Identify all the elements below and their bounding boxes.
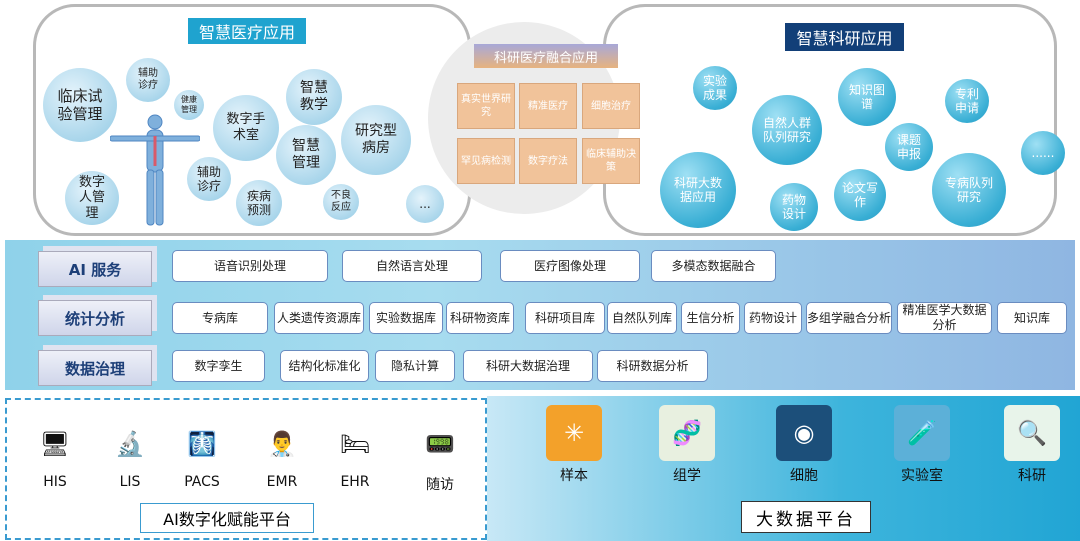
medical-title: 智慧医疗应用	[188, 18, 306, 44]
bigdata-label: 实验室	[901, 468, 943, 484]
research-bubble: 实验成果	[693, 66, 737, 110]
research-bubble: 专病队列研究	[932, 153, 1006, 227]
fusion-cell: 细胞治疗	[582, 83, 640, 129]
medical-bubble: 临床试验管理	[43, 68, 117, 142]
medical-bubble: 数字人管理	[65, 171, 119, 225]
layer-item-gov[interactable]: 数字孪生	[172, 350, 265, 382]
layer-label-stats: 统计分析	[38, 300, 152, 336]
medical-bubble: 智慧管理	[276, 125, 336, 185]
layer-label-governance: 数据治理	[38, 350, 152, 386]
ai-platform-box	[5, 398, 487, 540]
bigdata-item: 🧪 实验室	[893, 405, 951, 485]
fusion-cell: 数字疗法	[519, 138, 577, 184]
research-bubble: 知识图谱	[838, 68, 896, 126]
layer-item-stats[interactable]: 人类遗传资源库	[274, 302, 364, 334]
medical-bubble: 疾病预测	[236, 180, 282, 226]
medical-bubble: ...	[406, 185, 444, 223]
bigdata-title: 大数据平台	[741, 501, 871, 533]
fusion-title: 科研医疗融合应用	[474, 44, 618, 68]
medical-bubble: 不良反应	[323, 184, 359, 220]
bigdata-item: 🔍 科研	[1003, 405, 1061, 485]
layer-item-ai[interactable]: 多模态数据融合	[651, 250, 776, 282]
research-title: 智慧科研应用	[785, 23, 904, 51]
layer-item-gov[interactable]: 结构化标准化	[280, 350, 369, 382]
layer-item-ai[interactable]: 自然语言处理	[342, 250, 482, 282]
system-his: 🖥 HIS	[25, 418, 85, 490]
medical-bubble: 健康管理	[174, 90, 204, 120]
bigdata-icon: 🔍	[1004, 405, 1060, 461]
layer-item-stats[interactable]: 精准医学大数据分析	[897, 302, 992, 334]
layer-item-gov[interactable]: 隐私计算	[375, 350, 455, 382]
research-bubble: 自然人群队列研究	[752, 95, 822, 165]
system-lis: 🔬 LIS	[100, 418, 160, 490]
system-emr: 👨‍⚕️ EMR	[252, 418, 312, 490]
system-label: EHR	[340, 474, 370, 490]
bigdata-icon: 🧬	[659, 405, 715, 461]
layer-item-gov[interactable]: 科研大数据治理	[463, 350, 593, 382]
system-label: LIS	[119, 474, 141, 490]
system-label: PACS	[184, 474, 220, 490]
system-icon: 👨‍⚕️	[267, 430, 297, 458]
research-bubble: 课题申报	[885, 123, 933, 171]
fusion-cell: 精准医疗	[519, 83, 577, 129]
system-随访: 📟 随访	[410, 418, 470, 494]
fusion-cell: 罕见病检测	[457, 138, 515, 184]
system-icon: 🖥	[39, 430, 71, 458]
human-body-figure	[109, 112, 201, 227]
layer-item-stats[interactable]: 生信分析	[681, 302, 740, 334]
layer-item-stats[interactable]: 专病库	[172, 302, 268, 334]
bigdata-label: 科研	[1018, 468, 1046, 484]
medical-bubble: 数字手术室	[213, 95, 279, 161]
system-icon: 🩻	[187, 430, 217, 458]
layer-item-stats[interactable]: 药物设计	[744, 302, 802, 334]
ai-platform-title: AI数字化赋能平台	[140, 503, 314, 533]
research-bubble: 药物设计	[770, 183, 818, 231]
research-bubble: 专利申请	[945, 79, 989, 123]
layer-item-stats[interactable]: 科研物资库	[446, 302, 514, 334]
bigdata-item: ◉ 细胞	[775, 405, 833, 485]
system-ehr: 🛏 EHR	[325, 418, 385, 490]
system-label: HIS	[43, 474, 67, 490]
system-pacs: 🩻 PACS	[172, 418, 232, 490]
layer-item-gov[interactable]: 科研数据分析	[597, 350, 708, 382]
bigdata-icon: 🧪	[894, 405, 950, 461]
layer-item-ai[interactable]: 语音识别处理	[172, 250, 328, 282]
bigdata-item: 🧬 组学	[658, 405, 716, 485]
layer-item-stats[interactable]: 知识库	[997, 302, 1067, 334]
fusion-cell: 临床辅助决策	[582, 138, 640, 184]
medical-bubble: 辅助诊疗	[126, 58, 170, 102]
research-bubble: 论文写作	[834, 169, 886, 221]
layer-item-stats[interactable]: 自然队列库	[607, 302, 677, 334]
research-bubble: 科研大数据应用	[660, 152, 736, 228]
system-icon: 📟	[425, 430, 455, 458]
system-icon: 🛏	[339, 430, 371, 458]
medical-bubble: 研究型病房	[341, 105, 411, 175]
system-icon: 🔬	[115, 430, 145, 458]
layer-item-ai[interactable]: 医疗图像处理	[500, 250, 640, 282]
bigdata-icon: ✳	[546, 405, 602, 461]
medical-bubble: 辅助诊疗	[187, 157, 231, 201]
bigdata-item: ✳ 样本	[545, 405, 603, 485]
research-bubble: ......	[1021, 131, 1065, 175]
fusion-cell: 真实世界研究	[457, 83, 515, 129]
system-label: EMR	[266, 474, 298, 490]
layer-item-stats[interactable]: 科研项目库	[525, 302, 605, 334]
layer-label-ai: AI 服务	[38, 251, 152, 287]
bigdata-icon: ◉	[776, 405, 832, 461]
system-label: 随访	[426, 477, 454, 493]
bigdata-label: 组学	[673, 468, 701, 484]
layer-item-stats[interactable]: 多组学融合分析	[806, 302, 892, 334]
medical-bubble: 智慧教学	[286, 69, 342, 125]
layer-item-stats[interactable]: 实验数据库	[369, 302, 443, 334]
bigdata-label: 细胞	[790, 468, 818, 484]
bigdata-label: 样本	[560, 468, 588, 484]
